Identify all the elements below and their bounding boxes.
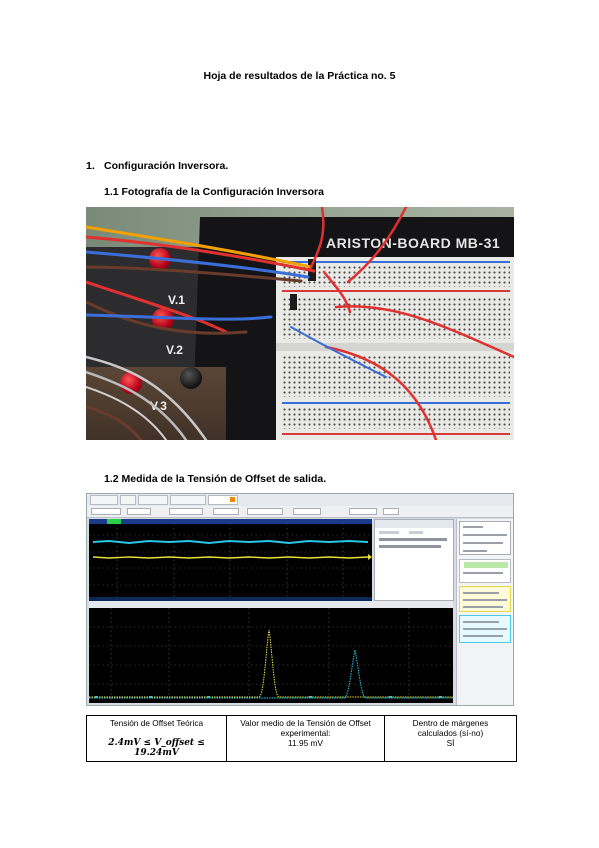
experimental-offset-value: 11.95 mV (288, 738, 323, 748)
measurements-panel (374, 519, 454, 601)
oscilloscope-screenshot (86, 493, 514, 706)
experimental-offset-header-line2: experimental: (280, 728, 331, 738)
within-margins-cell: Dentro de márgenes calculados (sí-no) SÍ (384, 715, 517, 762)
settings-sidebar (456, 519, 513, 705)
page-title: Hoja de resultados de la Práctica no. 5 (203, 70, 396, 82)
within-margins-value: SÍ (446, 738, 455, 748)
scope-toolbar (87, 506, 513, 518)
terminal-label-v1: V.1 (168, 293, 185, 307)
theoretical-offset-header: Tensión de Offset Teórica (109, 718, 204, 728)
section-title: Configuración Inversora. (104, 160, 229, 172)
table-row: Tensión de Offset Teórica 2.4mV ≤ V_offs… (86, 715, 517, 762)
wires-illustration (86, 207, 514, 440)
experimental-offset-header-line1: Valor medio de la Tensión de Offset (240, 718, 371, 728)
section-heading-1: 1. Configuración Inversora. (86, 160, 228, 172)
within-margins-header-line2: calculados (sí-no) (417, 728, 484, 738)
scope-tab-bar (87, 494, 513, 507)
subsection-heading-offset: 1.2 Medida de la Tensión de Offset de sa… (104, 473, 327, 485)
within-margins-header-line1: Dentro de márgenes (412, 718, 489, 728)
theoretical-offset-cell: Tensión de Offset Teórica 2.4mV ≤ V_offs… (86, 715, 227, 762)
board-brand-label: ARISTON-BOARD MB-31 (326, 235, 501, 251)
terminal-label-v2: V.2 (166, 343, 183, 357)
section-number: 1. (86, 160, 95, 172)
terminal-black (180, 367, 202, 389)
time-domain-plot (89, 519, 372, 601)
results-table: Tensión de Offset Teórica 2.4mV ≤ V_offs… (86, 715, 517, 762)
component (290, 294, 297, 310)
breadboard-photo: ARISTON-BOARD MB-31 V.1 V.2 V.3 (86, 207, 514, 440)
protoboard (276, 257, 514, 440)
theoretical-offset-value: 2.4mV ≤ V_offset ≤ 19.24mV (108, 738, 205, 758)
terminal-label-v3: V.3 (150, 399, 167, 413)
experimental-offset-cell: Valor medio de la Tensión de Offset expe… (226, 715, 385, 762)
frequency-plot (89, 608, 453, 703)
subsection-heading-photo: 1.1 Fotografía de la Configuración Inver… (104, 186, 324, 198)
